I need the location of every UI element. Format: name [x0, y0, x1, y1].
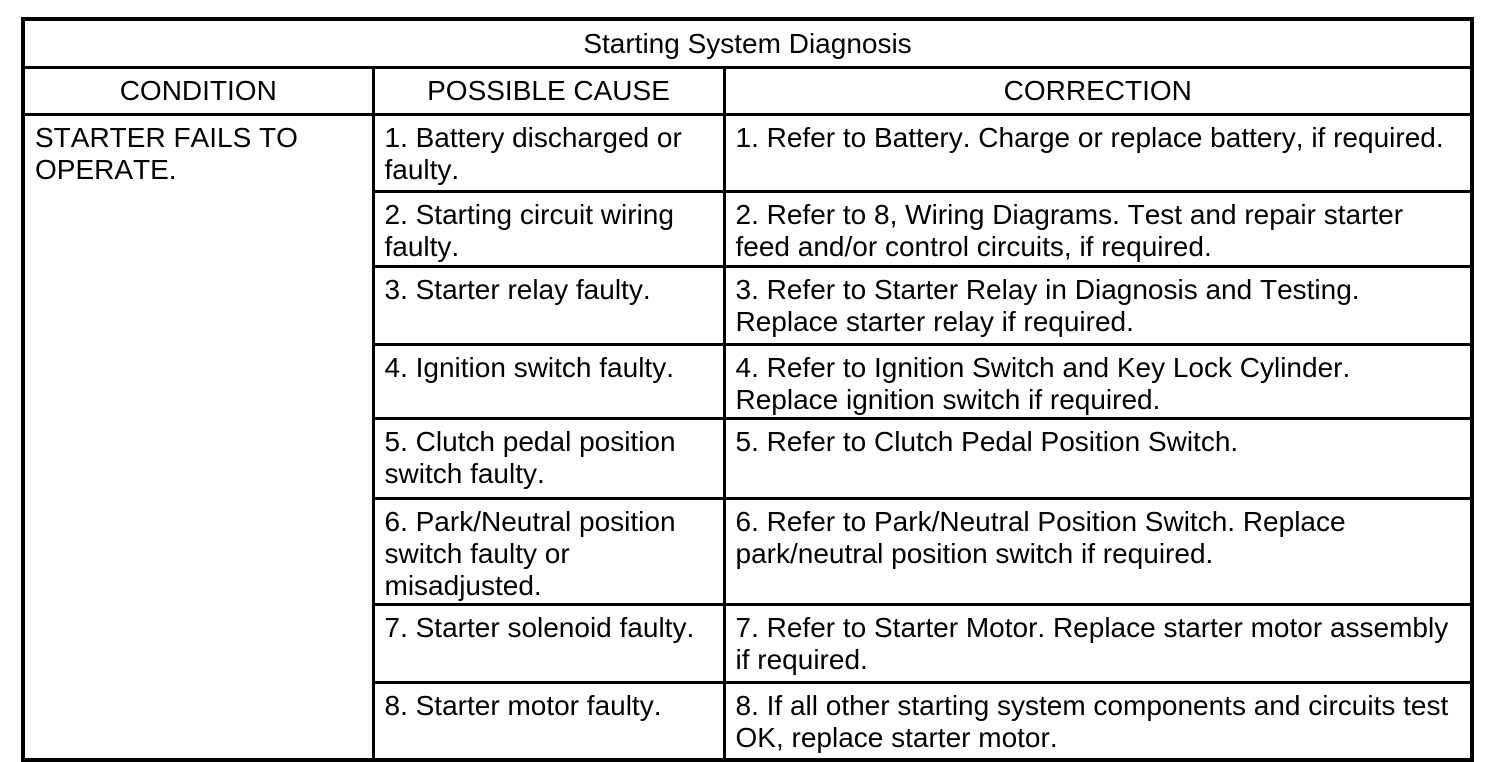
table-row: STARTER FAILS TO OPERATE. 1. Battery dis… [21, 113, 1474, 761]
table-row: 7. Starter solenoid faulty. 7. Refer to … [23, 603, 1474, 684]
correction-cell: 1. Refer to Battery. Charge or replace b… [722, 113, 1474, 193]
table-row: 6. Park/Neutral position switch faulty o… [23, 497, 1474, 606]
correction-cell: 2. Refer to 8, Wiring Diagrams. Test and… [722, 190, 1474, 268]
table-title-row: Starting System Diagnosis [21, 17, 1474, 69]
table-row: 4. Ignition switch faulty. 4. Refer to I… [23, 343, 1474, 420]
column-header-condition: CONDITION [21, 66, 375, 116]
cause-cell: 7. Starter solenoid faulty. [371, 603, 726, 684]
cause-cell: 5. Clutch pedal position switch faulty. [371, 417, 726, 500]
cause-cell: 4. Ignition switch faulty. [371, 343, 726, 420]
starting-system-diagnosis-table: Starting System Diagnosis CONDITION POSS… [21, 17, 1475, 762]
column-header-correction: CORRECTION [722, 66, 1474, 116]
cause-cell: 3. Starter relay faulty. [371, 265, 726, 346]
table-row: 2. Starting circuit wiring faulty. 2. Re… [23, 190, 1474, 268]
column-header-possible-cause: POSSIBLE CAUSE [371, 66, 726, 116]
correction-cell: 4. Refer to Ignition Switch and Key Lock… [722, 343, 1474, 420]
table-row: 5. Clutch pedal position switch faulty. … [23, 417, 1474, 500]
table-header-row: CONDITION POSSIBLE CAUSE CORRECTION [21, 66, 1474, 116]
cause-cell: 1. Battery discharged or faulty. [371, 113, 726, 193]
cause-cell: 2. Starting circuit wiring faulty. [371, 190, 726, 268]
correction-cell: 8. If all other starting system componen… [722, 681, 1474, 761]
correction-cell: 5. Refer to Clutch Pedal Position Switch… [722, 417, 1474, 500]
cause-cell: 6. Park/Neutral position switch faulty o… [371, 497, 726, 606]
correction-cell: 3. Refer to Starter Relay in Diagnosis a… [722, 265, 1474, 346]
table-row: 8. Starter motor faulty. 8. If all other… [23, 681, 1474, 761]
cause-cell: 8. Starter motor faulty. [371, 681, 726, 761]
condition-cell: STARTER FAILS TO OPERATE. [21, 113, 375, 761]
correction-cell: 7. Refer to Starter Motor. Replace start… [722, 603, 1474, 684]
correction-cell: 6. Refer to Park/Neutral Position Switch… [722, 497, 1474, 606]
table-row: 3. Starter relay faulty. 3. Refer to Sta… [23, 265, 1474, 346]
table-title: Starting System Diagnosis [21, 17, 1474, 69]
